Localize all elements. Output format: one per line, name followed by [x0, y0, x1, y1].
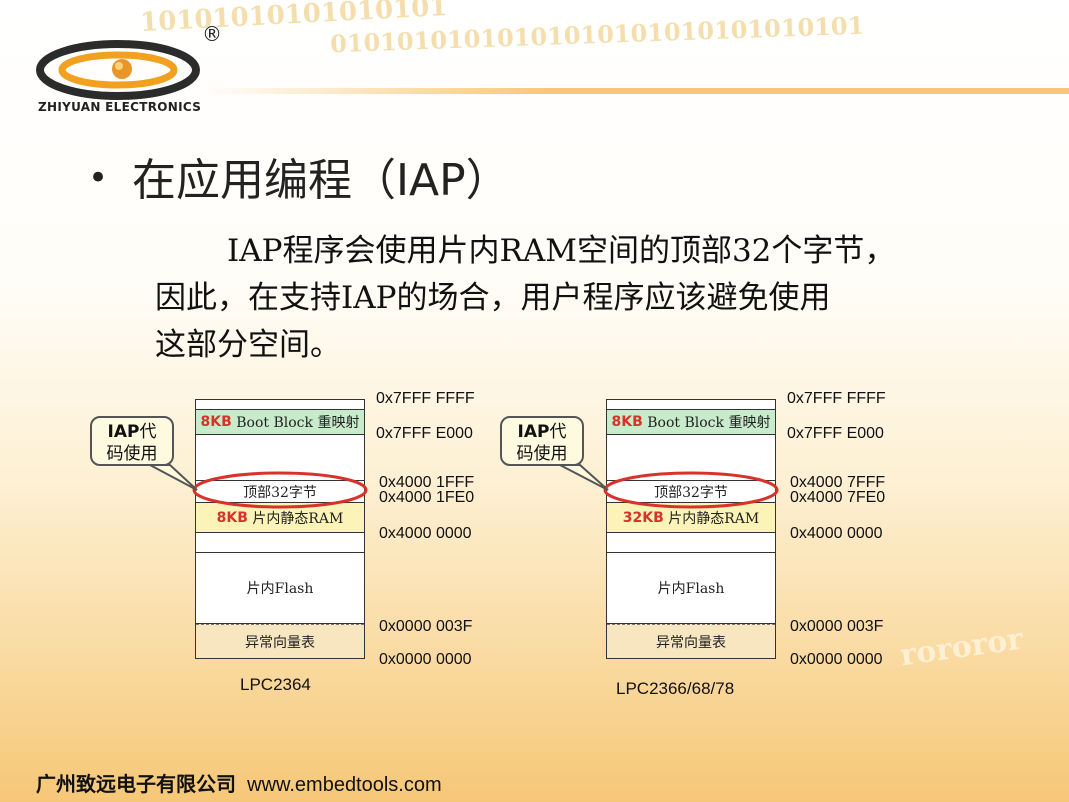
title-bullet: • [88, 158, 109, 198]
slide-title: 在应用编程（IAP） [132, 155, 510, 206]
top32-bytes-region: 顶部32字节 [607, 481, 775, 503]
address-label: 0x4000 7FE0 [790, 489, 886, 506]
address-label: 0x0000 003F [790, 618, 884, 635]
paragraph-line: 这部分空间。 [155, 327, 341, 363]
boot-block-size: 8KB [200, 414, 232, 430]
footer-url: www.embedtools.com [247, 774, 442, 796]
sram-size: 8KB [216, 509, 248, 526]
address-label: 0x4000 0000 [790, 525, 883, 542]
vector-table-label: 异常向量表 [656, 634, 726, 651]
top32-label: 顶部32字节 [243, 484, 317, 501]
reserved-region [607, 533, 775, 553]
callout-text: 代 [139, 422, 157, 442]
address-label: 0x4000 7FFF [790, 474, 886, 491]
callout-line: 码使用 [516, 444, 568, 464]
sram-region: 32KB 片内静态RAM [607, 503, 775, 533]
callout-iap-text: IAP [517, 422, 550, 442]
boot-block-region: 8KB Boot Block 重映射 [607, 410, 775, 435]
flash-label: 片内Flash [657, 581, 725, 597]
top32-bytes-region: 顶部32字节 [196, 481, 364, 503]
address-label: 0x0000 0000 [379, 651, 472, 668]
sram-label: 片内静态RAM [668, 510, 760, 527]
header-stripe [200, 88, 1069, 94]
callout-pointer [559, 464, 609, 491]
top32-label: 顶部32字节 [654, 484, 728, 501]
address-label: 0x7FFF E000 [376, 425, 473, 442]
description-paragraph: IAP程序会使用片内RAM空间的顶部32个字节， 因此，在支持IAP的场合，用户… [155, 228, 955, 369]
reserved-region [196, 533, 364, 553]
boot-block-size: 8KB [611, 414, 643, 430]
highlight-ellipse [192, 471, 368, 509]
vector-table-region: 异常向量表 [196, 624, 364, 658]
memory-top-gap [607, 400, 775, 410]
memory-top-gap [196, 400, 364, 410]
address-label: 0x4000 1FFF [379, 474, 475, 491]
address-label: 0x0000 0000 [790, 651, 883, 668]
paragraph-line: 因此，在支持IAP的场合，用户程序应该避免使用 [155, 280, 831, 316]
address-label: 0x0000 003F [379, 618, 473, 635]
address-label: 0x7FFF FFFF [376, 390, 475, 407]
boot-block-label: Boot Block 重映射 [647, 415, 771, 431]
callout-line: IAP代 [502, 421, 582, 443]
footer: 广州致远电子有限公司 www.embedtools.com [36, 768, 442, 797]
iap-callout: IAP代 码使用 [90, 416, 174, 466]
chip-name-label: LPC2364 [240, 675, 311, 694]
reserved-region [196, 435, 364, 481]
memory-map-lpc2366: 8KB Boot Block 重映射 顶部32字节 32KB 片内静态RAM 片… [606, 399, 776, 659]
registered-mark: ® [202, 22, 222, 46]
callout-line: 码使用 [106, 444, 158, 464]
address-label: 0x7FFF E000 [787, 425, 884, 442]
flash-label: 片内Flash [246, 581, 314, 597]
footer-company: 广州致远电子有限公司 [36, 774, 236, 796]
boot-block-label: Boot Block 重映射 [236, 415, 360, 431]
sram-label: 片内静态RAM [252, 510, 344, 527]
address-label: 0x7FFF FFFF [787, 390, 886, 407]
logo-company-name: ZHIYUAN ELECTRONICS [38, 100, 202, 114]
callout-pointer [149, 464, 198, 491]
reserved-region [607, 435, 775, 481]
address-label: 0x4000 1FE0 [379, 489, 475, 506]
boot-block-region: 8KB Boot Block 重映射 [196, 410, 364, 435]
paragraph-line: IAP程序会使用片内RAM空间的顶部32个字节， [227, 233, 896, 269]
vector-table-region: 异常向量表 [607, 624, 775, 658]
callout-text: 代 [549, 422, 567, 442]
callout-line: IAP代 [92, 421, 172, 443]
address-label: 0x4000 0000 [379, 525, 472, 542]
sram-size: 32KB [622, 509, 664, 526]
highlight-ellipse [603, 471, 779, 509]
iap-callout: IAP代 码使用 [500, 416, 584, 466]
callout-iap-text: IAP [107, 422, 140, 442]
zhiyuan-logo [36, 40, 200, 100]
vector-table-label: 异常向量表 [245, 634, 315, 651]
chip-name-label: LPC2366/68/78 [616, 679, 735, 698]
flash-region: 片内Flash [196, 553, 364, 624]
memory-map-lpc2364: 8KB Boot Block 重映射 顶部32字节 8KB 片内静态RAM 片内… [195, 399, 365, 659]
flash-region: 片内Flash [607, 553, 775, 624]
